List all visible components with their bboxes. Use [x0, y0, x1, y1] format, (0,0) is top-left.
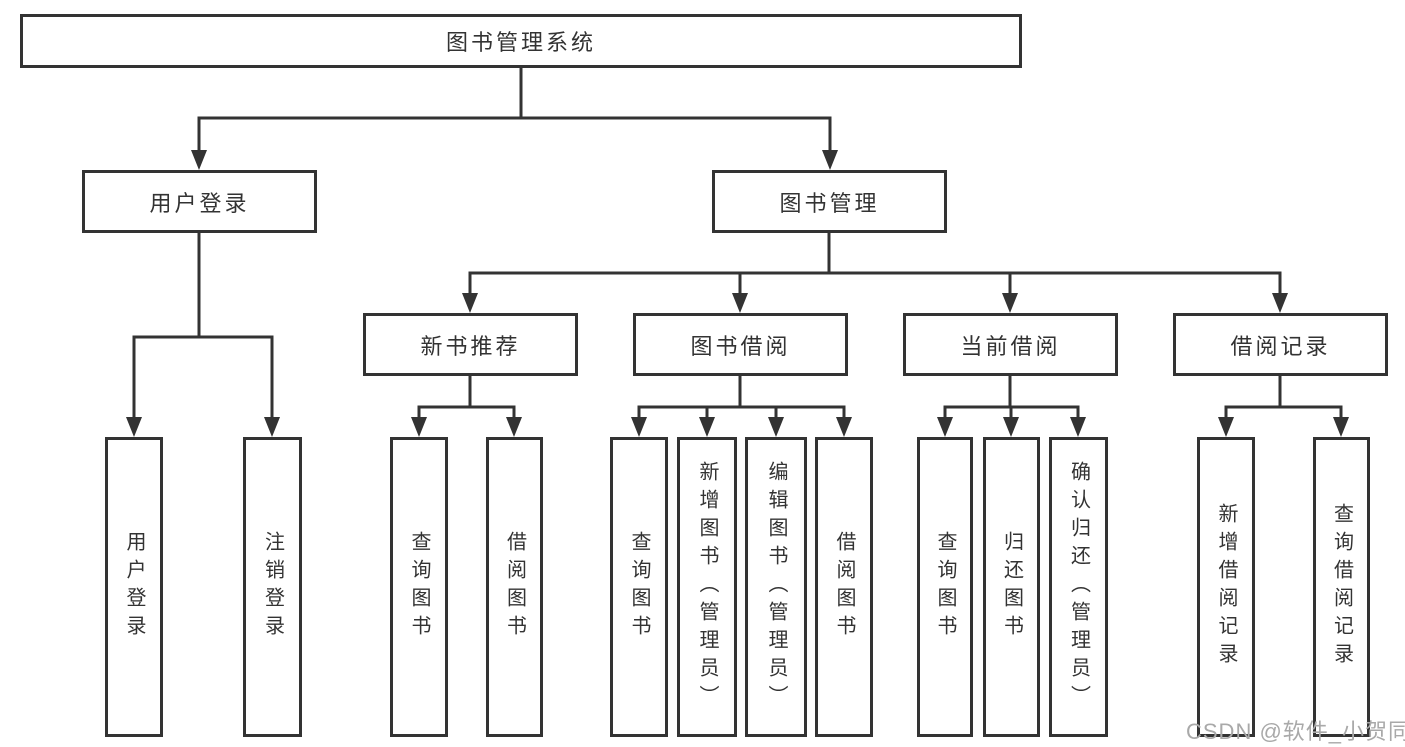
arrowhead-icon: [126, 417, 142, 437]
leaf-return-books: 归还图书: [983, 437, 1040, 737]
node-label: 注销登录: [261, 531, 284, 643]
arrowhead-icon: [822, 150, 838, 170]
leaf-logout: 注销登录: [243, 437, 302, 737]
arrowhead-icon: [1003, 417, 1019, 437]
node-label: 借阅记录: [1230, 333, 1331, 359]
node-label: 图书借阅: [690, 333, 791, 359]
arrowhead-icon: [1218, 417, 1234, 437]
node-label: 新增图书（管理员）: [696, 461, 718, 713]
node-label: 归还图书: [1000, 531, 1023, 643]
node-label: 当前借阅: [960, 333, 1061, 359]
arrowhead-icon: [937, 417, 953, 437]
leaf-user-login: 用户登录: [105, 437, 163, 737]
leaf-add-books-admin: 新增图书（管理员）: [677, 437, 737, 737]
arrowhead-icon: [699, 417, 715, 437]
tree-edges: [132, 68, 1343, 421]
leaf-edit-books-admin: 编辑图书（管理员）: [745, 437, 807, 737]
arrowhead-icon: [1070, 417, 1086, 437]
node-label: 查询图书: [628, 531, 650, 643]
node-label: 查询图书: [408, 531, 430, 643]
arrowhead-icon: [631, 417, 647, 437]
node-label: 图书管理系统: [445, 30, 596, 55]
node-borrowing-records: 借阅记录: [1173, 313, 1388, 376]
arrowhead-icon: [836, 417, 852, 437]
node-label: 查询图书: [934, 531, 956, 643]
leaf-confirm-return-admin: 确认归还（管理员）: [1049, 437, 1108, 737]
leaf-borrow-books: 借阅图书: [815, 437, 873, 737]
node-label: 新书推荐: [420, 333, 521, 359]
arrowhead-icon: [1272, 293, 1288, 313]
arrowhead-icon: [1002, 293, 1018, 313]
node-new-book-recommendation: 新书推荐: [363, 313, 578, 376]
node-label: 新增借阅记录: [1215, 503, 1237, 671]
node-label: 图书管理: [779, 190, 880, 216]
node-book-borrowing: 图书借阅: [633, 313, 848, 376]
arrowhead-icon: [264, 417, 280, 437]
node-label: 查询借阅记录: [1330, 503, 1353, 671]
node-label: 确认归还（管理员）: [1067, 461, 1090, 713]
csdn-watermark: CSDN @软件_小贺同学: [1186, 719, 1405, 744]
leaf-query-books: 查询图书: [610, 437, 668, 737]
node-user-login: 用户登录: [82, 170, 317, 233]
leaf-add-borrow-record: 新增借阅记录: [1197, 437, 1255, 737]
leaf-query-books: 查询图书: [390, 437, 448, 737]
node-label: 用户登录: [123, 531, 145, 643]
leaf-borrow-books: 借阅图书: [486, 437, 543, 737]
leaf-query-borrow-record: 查询借阅记录: [1313, 437, 1370, 737]
node-library-management-system: 图书管理系统: [20, 14, 1022, 68]
node-label: 借阅图书: [503, 531, 526, 643]
leaf-query-books: 查询图书: [917, 437, 973, 737]
node-label: 用户登录: [149, 190, 250, 216]
node-label: 编辑图书（管理员）: [765, 461, 787, 713]
arrowhead-icon: [506, 417, 522, 437]
arrowhead-icon: [1333, 417, 1349, 437]
arrowhead-icon: [768, 417, 784, 437]
arrowhead-icon: [411, 417, 427, 437]
arrowhead-icon: [462, 293, 478, 313]
node-label: 借阅图书: [833, 531, 855, 643]
node-book-management: 图书管理: [712, 170, 947, 233]
node-current-borrowing: 当前借阅: [903, 313, 1118, 376]
arrowhead-icon: [732, 293, 748, 313]
arrowhead-icon: [191, 150, 207, 170]
